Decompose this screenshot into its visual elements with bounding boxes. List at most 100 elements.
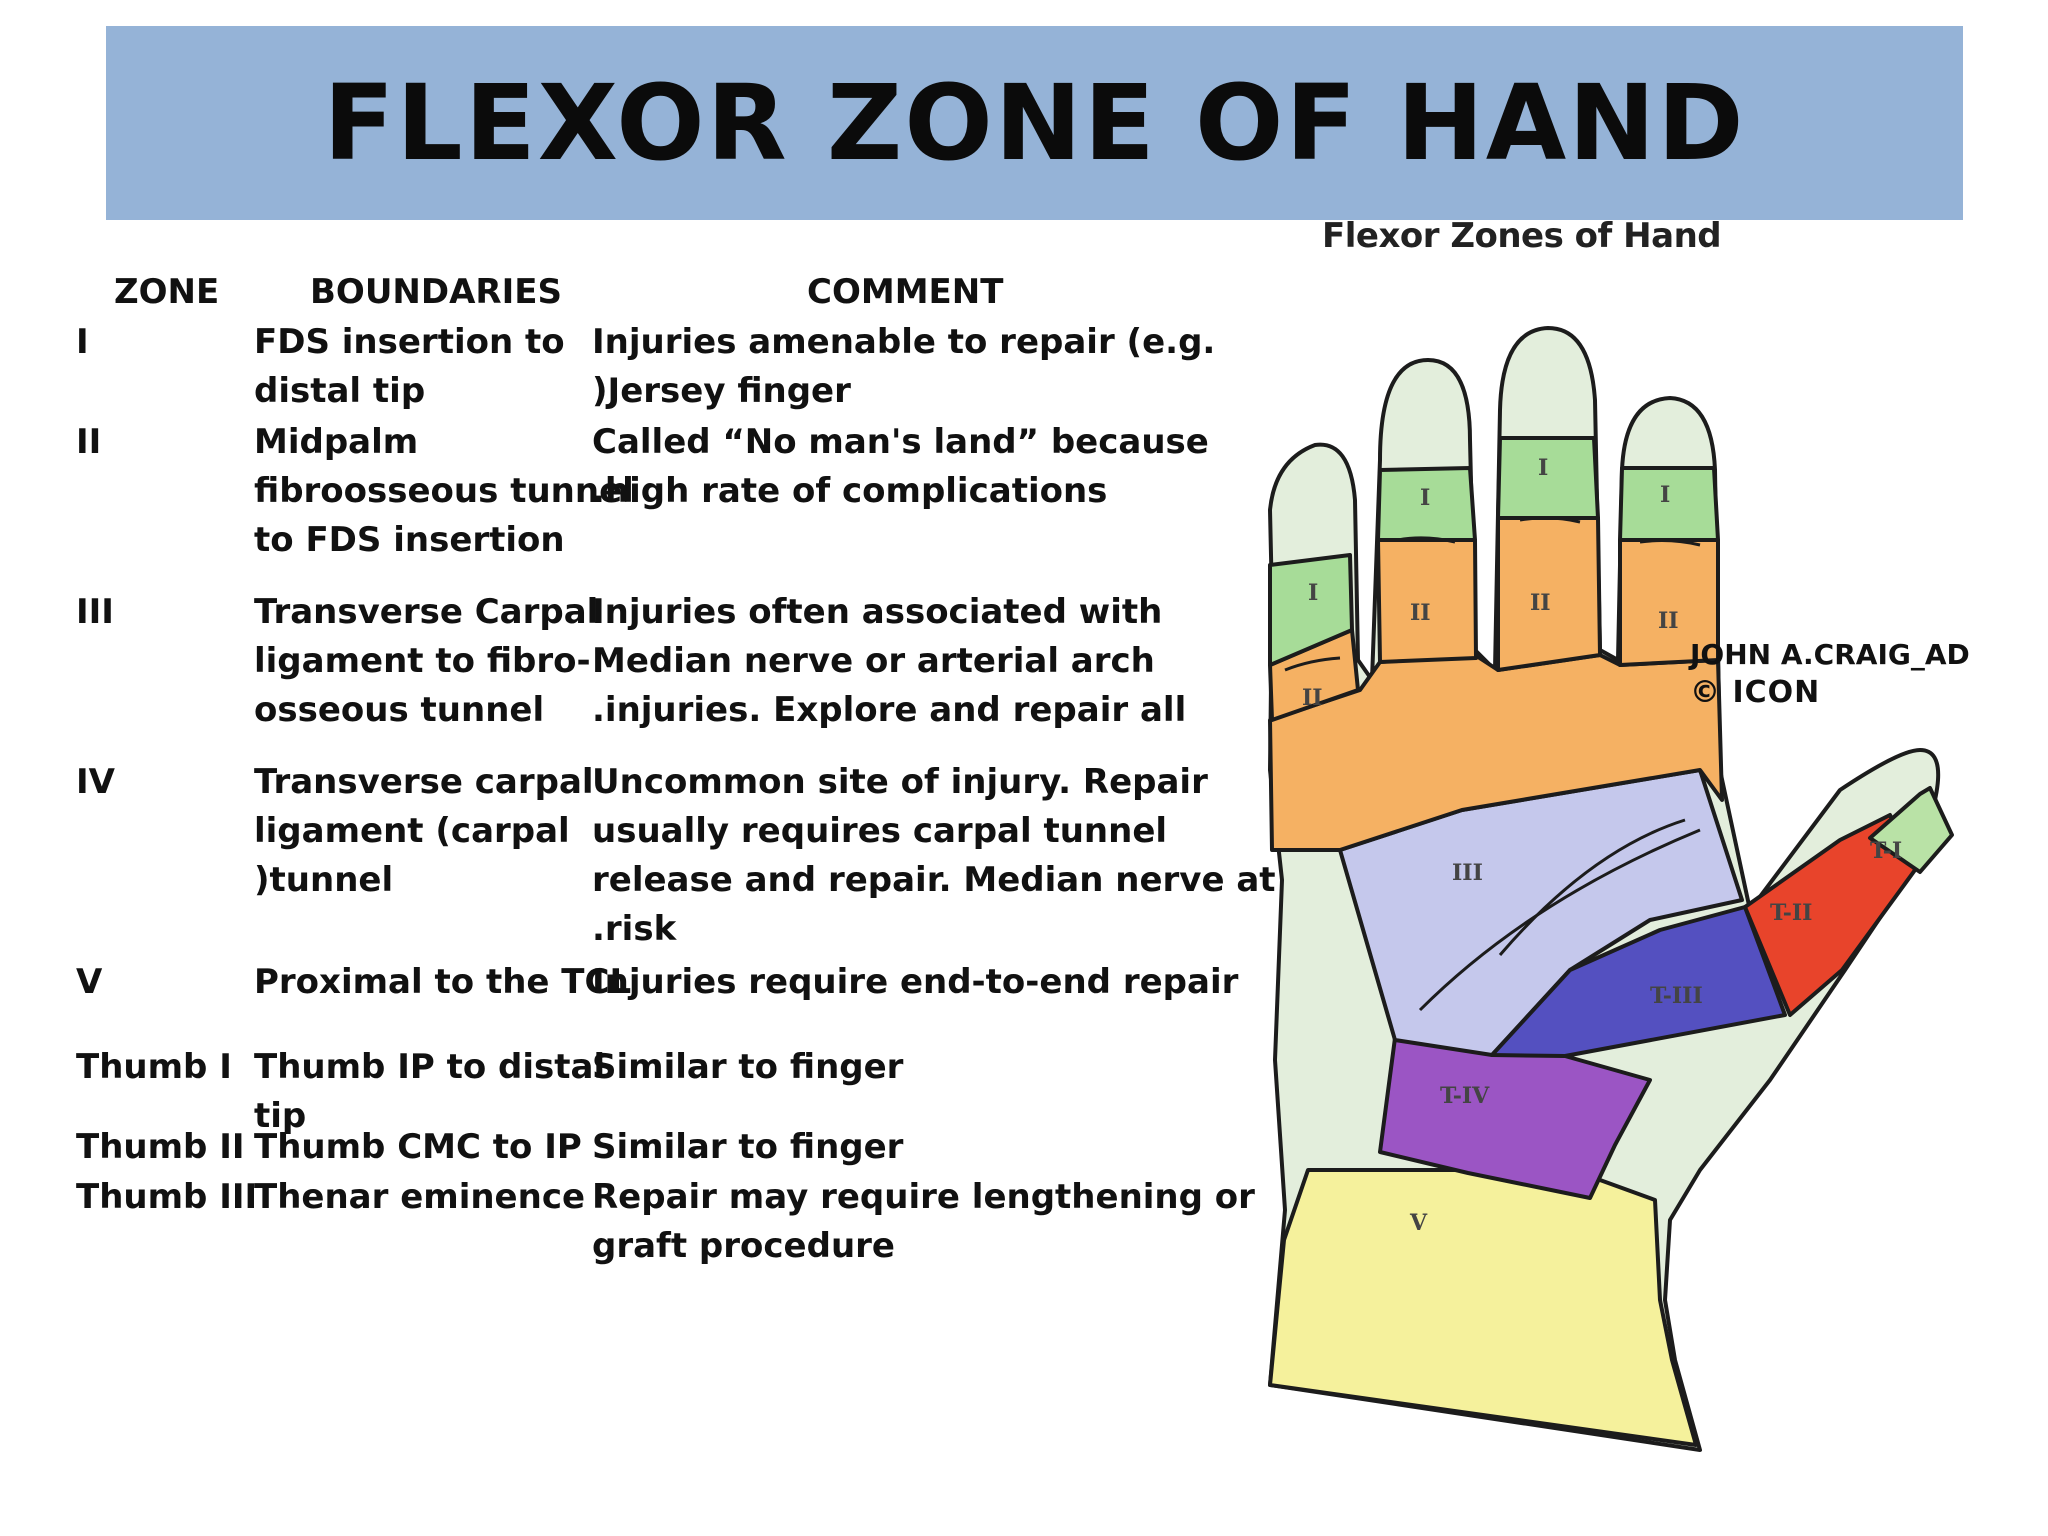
finger-crease-line (1639, 539, 1701, 547)
comment-cell-line: .risk (592, 909, 677, 949)
boundaries-cell-line: ligament to fibro- (254, 641, 591, 681)
comment-cell-line: Median nerve or arterial arch (592, 641, 1155, 681)
comment-cell-line: )Jersey finger (592, 371, 851, 411)
zone-cell: III (76, 588, 246, 637)
comment-cell-line: Similar to finger (592, 1127, 904, 1167)
zone-i-little-region (1268, 553, 1354, 667)
zone-cell: V (76, 958, 246, 1007)
label-zone-i: I (1308, 580, 1318, 606)
comment-cell-line: Injuries often associated with (592, 592, 1163, 632)
zone-cell-line: IV (76, 762, 115, 802)
comment-cell-line: Called “No man's land” because (592, 422, 1209, 462)
zone-cell: I (76, 318, 246, 367)
label-zone-i: I (1660, 482, 1670, 508)
boundaries-cell-line: Midpalm (254, 422, 419, 462)
zone-i-ring-region (1376, 466, 1477, 542)
boundaries-cell: Thumb CMC to IP (254, 1123, 604, 1172)
boundaries-cell-line: osseous tunnel (254, 690, 545, 730)
boundaries-cell-line: Thumb CMC to IP (254, 1127, 582, 1167)
comment-cell-line: Injuries amenable to repair (e.g. (592, 322, 1216, 362)
header-zone: ZONE (114, 272, 220, 312)
comment-cell-line: usually requires carpal tunnel (592, 811, 1168, 851)
zone-v-region (1268, 1168, 1698, 1447)
boundaries-cell-line: Transverse Carpal (254, 592, 599, 632)
zone-cell-line: I (76, 322, 89, 362)
boundaries-cell-line: Transverse carpal (254, 762, 594, 802)
page-title: FLEXOR ZONE OF HAND (323, 62, 1746, 184)
zone-i-index-region (1618, 466, 1720, 542)
finger-crease-line (1519, 516, 1581, 524)
finger-crease-line (1397, 536, 1456, 544)
credit-name: JOHN A.CRAIG_AD (1690, 638, 1970, 671)
zone-i-middle-region (1496, 436, 1600, 520)
header-boundaries: BOUNDARIES (310, 272, 562, 312)
label-zone-ii: II (1530, 590, 1551, 616)
boundaries-cell: Transverse Carpal ligament to fibro-osseo… (254, 588, 604, 735)
palm-crease-line (1418, 828, 1701, 1012)
comment-cell: Similar to finger (592, 1043, 1212, 1092)
label-zone-ii: II (1302, 685, 1323, 711)
comment-cell-line: .high rate of complications (592, 471, 1108, 511)
label-zone-t-iii: T-III (1650, 983, 1703, 1009)
boundaries-cell-line: FDS insertion to (254, 322, 565, 362)
boundaries-cell: Proximal to the TCL (254, 958, 632, 1007)
boundaries-cell: Thumb IP to distal tip (254, 1043, 606, 1141)
zone-cell-line: Thumb II (76, 1127, 245, 1167)
comment-cell-line: .injuries. Explore and repair all (592, 690, 1187, 730)
boundaries-cell: Thenar eminence (254, 1173, 604, 1222)
zone-cell-line: III (76, 592, 114, 632)
zone-t-iv-region (1378, 1036, 1652, 1200)
label-zone-t-i: T-I (1870, 838, 1902, 864)
finger-crease-line (1284, 656, 1341, 672)
figure-credit: JOHN A.CRAIG_AD © ICON (1690, 636, 1970, 712)
label-zone-v: V (1409, 1210, 1428, 1236)
comment-cell: Called “No man's land” because .high rate… (592, 418, 1212, 516)
boundaries-cell-line: Thenar eminence (254, 1177, 586, 1217)
hand-diagram: I I I I II II II II III T-I T-II T-III T… (1268, 326, 1954, 1452)
boundaries-cell-line: Thumb IP to distal (254, 1047, 606, 1087)
zone-cell: II (76, 418, 246, 467)
comment-cell: Injuries amenable to repair (e.g. )Jersey… (592, 318, 1216, 416)
boundaries-cell-line: distal tip (254, 371, 426, 411)
boundaries-cell-line: fibroosseous tunnel (254, 471, 634, 511)
comment-cell-line: Repair may require lengthening or (592, 1177, 1255, 1217)
zone-cell: Thumb III (76, 1173, 258, 1222)
label-zone-i: I (1420, 485, 1430, 511)
thenar-crease-line (1498, 818, 1686, 956)
comment-cell-line: Uncommon site of injury. Repair (592, 762, 1208, 802)
label-zone-ii: II (1410, 600, 1431, 626)
comment-cell-line: Injuries require end-to-end repair (592, 962, 1239, 1002)
boundaries-cell: FDS insertion to distal tip (254, 318, 604, 416)
comment-cell: Similar to finger (592, 1123, 1212, 1172)
comment-cell: Injuries require end-to-end repair (592, 958, 1239, 1007)
zone-cell-line: Thumb I (76, 1047, 232, 1087)
zone-cell-line: V (76, 962, 103, 1002)
label-zone-t-iv: T-IV (1440, 1083, 1490, 1109)
label-zone-t-ii: T-II (1770, 900, 1812, 926)
header-comment: COMMENT (807, 272, 1004, 312)
figure-caption: Flexor Zones of Hand (1322, 216, 1722, 256)
zone-t-i-region (1868, 786, 1954, 874)
zone-cell: IV (76, 758, 246, 807)
comment-cell: Uncommon site of injury. Repair usually r… (592, 758, 1276, 954)
boundaries-cell-line: ligament (carpal (254, 811, 570, 851)
zone-ii-palm-region (1268, 653, 1724, 852)
comment-cell-line: Similar to finger (592, 1047, 904, 1087)
boundaries-cell-line: )tunnel (254, 860, 394, 900)
boundaries-cell-line: Proximal to the TCL (254, 962, 632, 1002)
boundaries-cell-line: to FDS insertion (254, 520, 565, 560)
zone-cell: Thumb II (76, 1123, 246, 1172)
boundaries-cell: Midpalm fibroosseous tunnel to FDS inserti… (254, 418, 634, 565)
zone-cell-line: II (76, 422, 102, 462)
comment-cell: Repair may require lengthening or graft p… (592, 1173, 1255, 1271)
comment-cell-line: release and repair. Median nerve at (592, 860, 1276, 900)
boundaries-cell-line: tip (254, 1096, 307, 1136)
boundaries-cell: Transverse carpal ligament (carpal )tunnel (254, 758, 604, 905)
comment-cell-line: graft procedure (592, 1226, 895, 1266)
label-zone-iii: III (1452, 860, 1483, 886)
zone-cell: Thumb I (76, 1043, 246, 1092)
label-zone-ii: II (1658, 608, 1679, 634)
zone-cell-line: Thumb III (76, 1177, 258, 1217)
label-zone-i: I (1538, 455, 1548, 481)
